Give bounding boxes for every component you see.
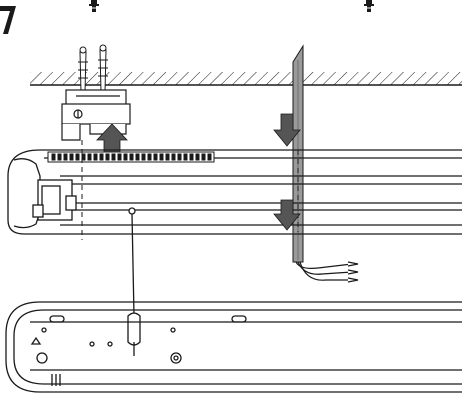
- rail-tooth: [135, 153, 140, 161]
- ceiling-surface: [30, 72, 462, 86]
- rail-tooth: [111, 153, 116, 161]
- rail-tooth: [63, 153, 68, 161]
- rail-tooth: [141, 153, 146, 161]
- rail-tooth: [129, 153, 134, 161]
- mounting-screw-left-icon: [89, 0, 99, 12]
- rail-tooth: [177, 153, 182, 161]
- rail-tooth: [81, 153, 86, 161]
- cable-wires: [295, 261, 359, 283]
- cable-down-arrow-icon: [273, 113, 301, 147]
- rail-tooth: [117, 153, 122, 161]
- mounting-screw-right-icon: [364, 0, 374, 12]
- rail-tooth: [87, 153, 92, 161]
- lamp-housing: [7, 149, 462, 235]
- rail-tooth: [99, 153, 104, 161]
- lamp-cover: [5, 301, 462, 393]
- rail-tooth: [171, 153, 176, 161]
- cable-entry-arrow-icon: [273, 199, 301, 231]
- rail-tooth: [153, 153, 158, 161]
- rail-tooth: [183, 153, 188, 161]
- rail-tooth: [201, 153, 206, 161]
- alignment-guides: [81, 140, 299, 240]
- rail-tooth: [105, 153, 110, 161]
- rail-tooth: [69, 153, 74, 161]
- mounting-rail-teeth: [47, 151, 215, 163]
- rail-tooth: [189, 153, 194, 161]
- rail-tooth: [93, 153, 98, 161]
- rail-tooth: [75, 153, 80, 161]
- rail-tooth: [195, 153, 200, 161]
- rail-tooth: [123, 153, 128, 161]
- rail-tooth: [207, 153, 212, 161]
- rail-tooth: [159, 153, 164, 161]
- rail-tooth: [51, 153, 56, 161]
- rail-tooth: [165, 153, 170, 161]
- pull-cord: [127, 207, 141, 356]
- rail-tooth: [147, 153, 152, 161]
- rail-tooth: [57, 153, 62, 161]
- step-indicator: [0, 6, 16, 34]
